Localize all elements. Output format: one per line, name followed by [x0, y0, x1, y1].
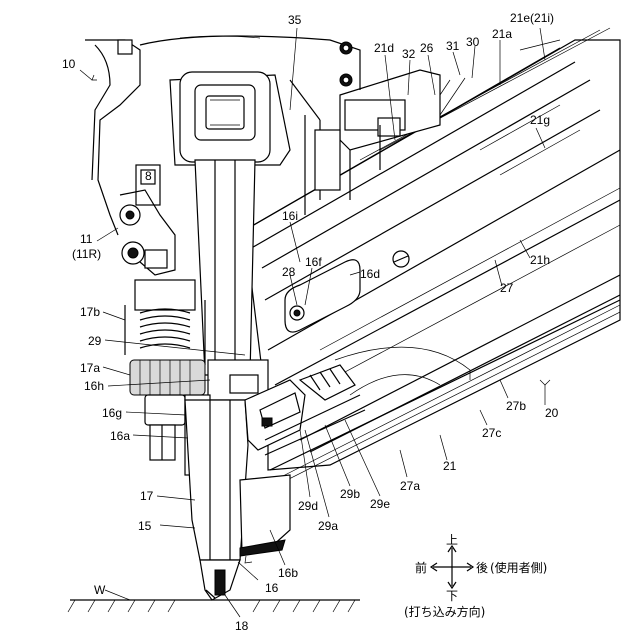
label-18: 18: [235, 619, 249, 633]
label-35: 35: [288, 13, 302, 27]
direction-labels: 上 前 後 (使用者側) 下 (打ち込み方向): [404, 533, 547, 619]
label-29a: 29a: [318, 519, 338, 533]
label-16i: 16i: [282, 209, 298, 223]
label-16f: 16f: [305, 255, 322, 269]
label-16d: 16d: [360, 267, 380, 281]
label-16a: 16a: [110, 429, 130, 443]
spring-17b: [140, 309, 190, 348]
direction-down-label: 下: [446, 589, 458, 603]
label-21a: 21a: [492, 27, 512, 41]
label-15: 15: [138, 519, 152, 533]
label-27b: 27b: [506, 399, 526, 413]
label-11: 11: [80, 232, 93, 246]
label-29e: 29e: [370, 497, 390, 511]
label-21e: 21e(21i): [510, 11, 554, 25]
label-10: 10: [62, 57, 76, 71]
label-21g: 21g: [530, 113, 550, 127]
direction-up-label: 上: [446, 533, 458, 547]
direction-driving-label: (打ち込み方向): [404, 604, 485, 619]
label-11r: (11R): [72, 247, 101, 261]
label-8: 8: [145, 169, 152, 183]
label-28: 28: [282, 265, 296, 279]
label-30: 30: [466, 35, 480, 49]
label-21h: 21h: [530, 253, 550, 267]
label-16: 16: [265, 581, 279, 595]
label-27a: 27a: [400, 479, 420, 493]
label-16b: 16b: [278, 566, 298, 580]
label-27: 27: [500, 281, 514, 295]
label-20: 20: [545, 406, 559, 420]
label-17a: 17a: [80, 361, 100, 375]
direction-legend: [431, 546, 473, 588]
label-31: 31: [446, 39, 460, 53]
label-21: 21: [443, 459, 457, 473]
label-w: W: [94, 583, 106, 597]
label-29b: 29b: [340, 487, 360, 501]
direction-front-label: 前: [415, 560, 427, 575]
label-16g: 16g: [102, 406, 122, 420]
label-29d: 29d: [298, 499, 318, 513]
direction-rear-label: 後: [476, 561, 488, 575]
label-21d: 21d: [374, 41, 394, 55]
label-27c: 27c: [482, 426, 501, 440]
label-26: 26: [420, 41, 434, 55]
label-32: 32: [402, 47, 416, 61]
label-17: 17: [140, 489, 154, 503]
work-surface: [68, 600, 360, 612]
label-16h: 16h: [84, 379, 104, 393]
label-29: 29: [88, 334, 102, 348]
label-17b: 17b: [80, 305, 100, 319]
direction-user-side-label: (使用者側): [490, 560, 547, 575]
